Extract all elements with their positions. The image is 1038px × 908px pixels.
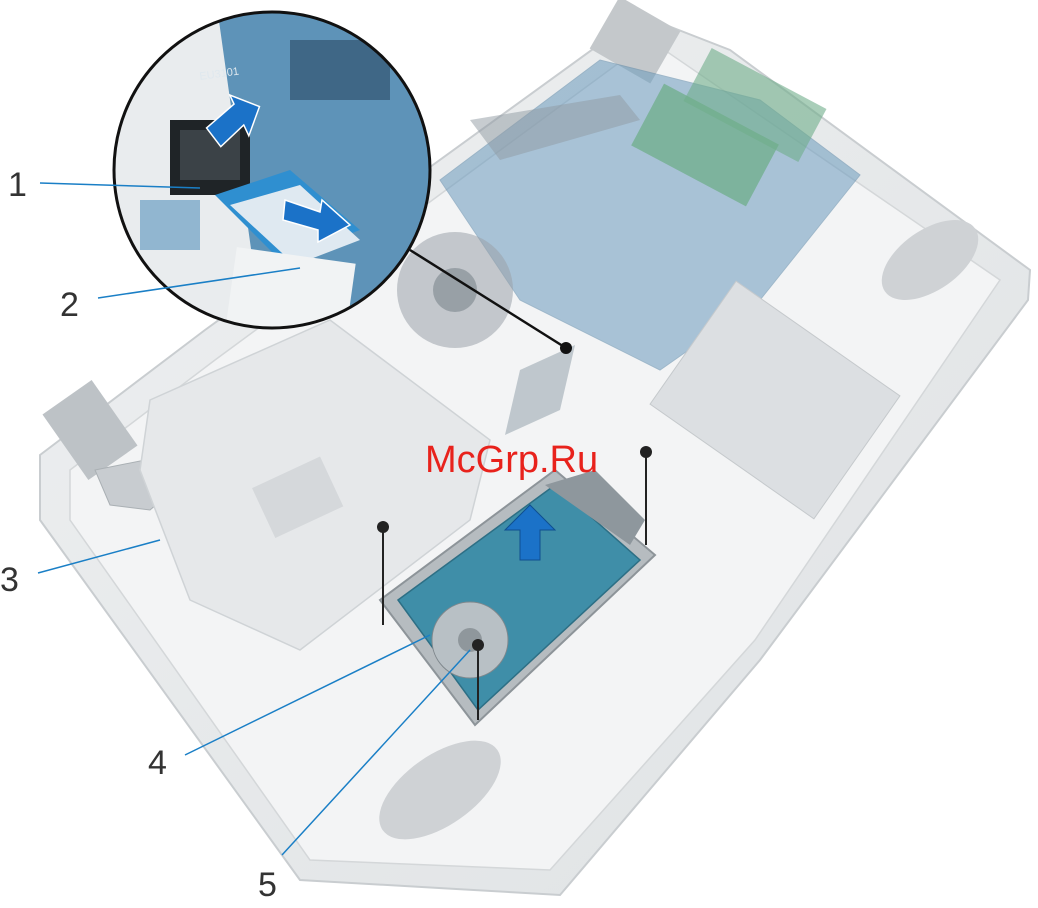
callout-3: 3 [0,561,19,599]
callout-1: 1 [8,166,27,204]
callout-5: 5 [258,866,277,904]
callout-2: 2 [60,286,79,324]
watermark: McGrp.Ru [425,439,598,481]
callout-4: 4 [148,744,167,782]
